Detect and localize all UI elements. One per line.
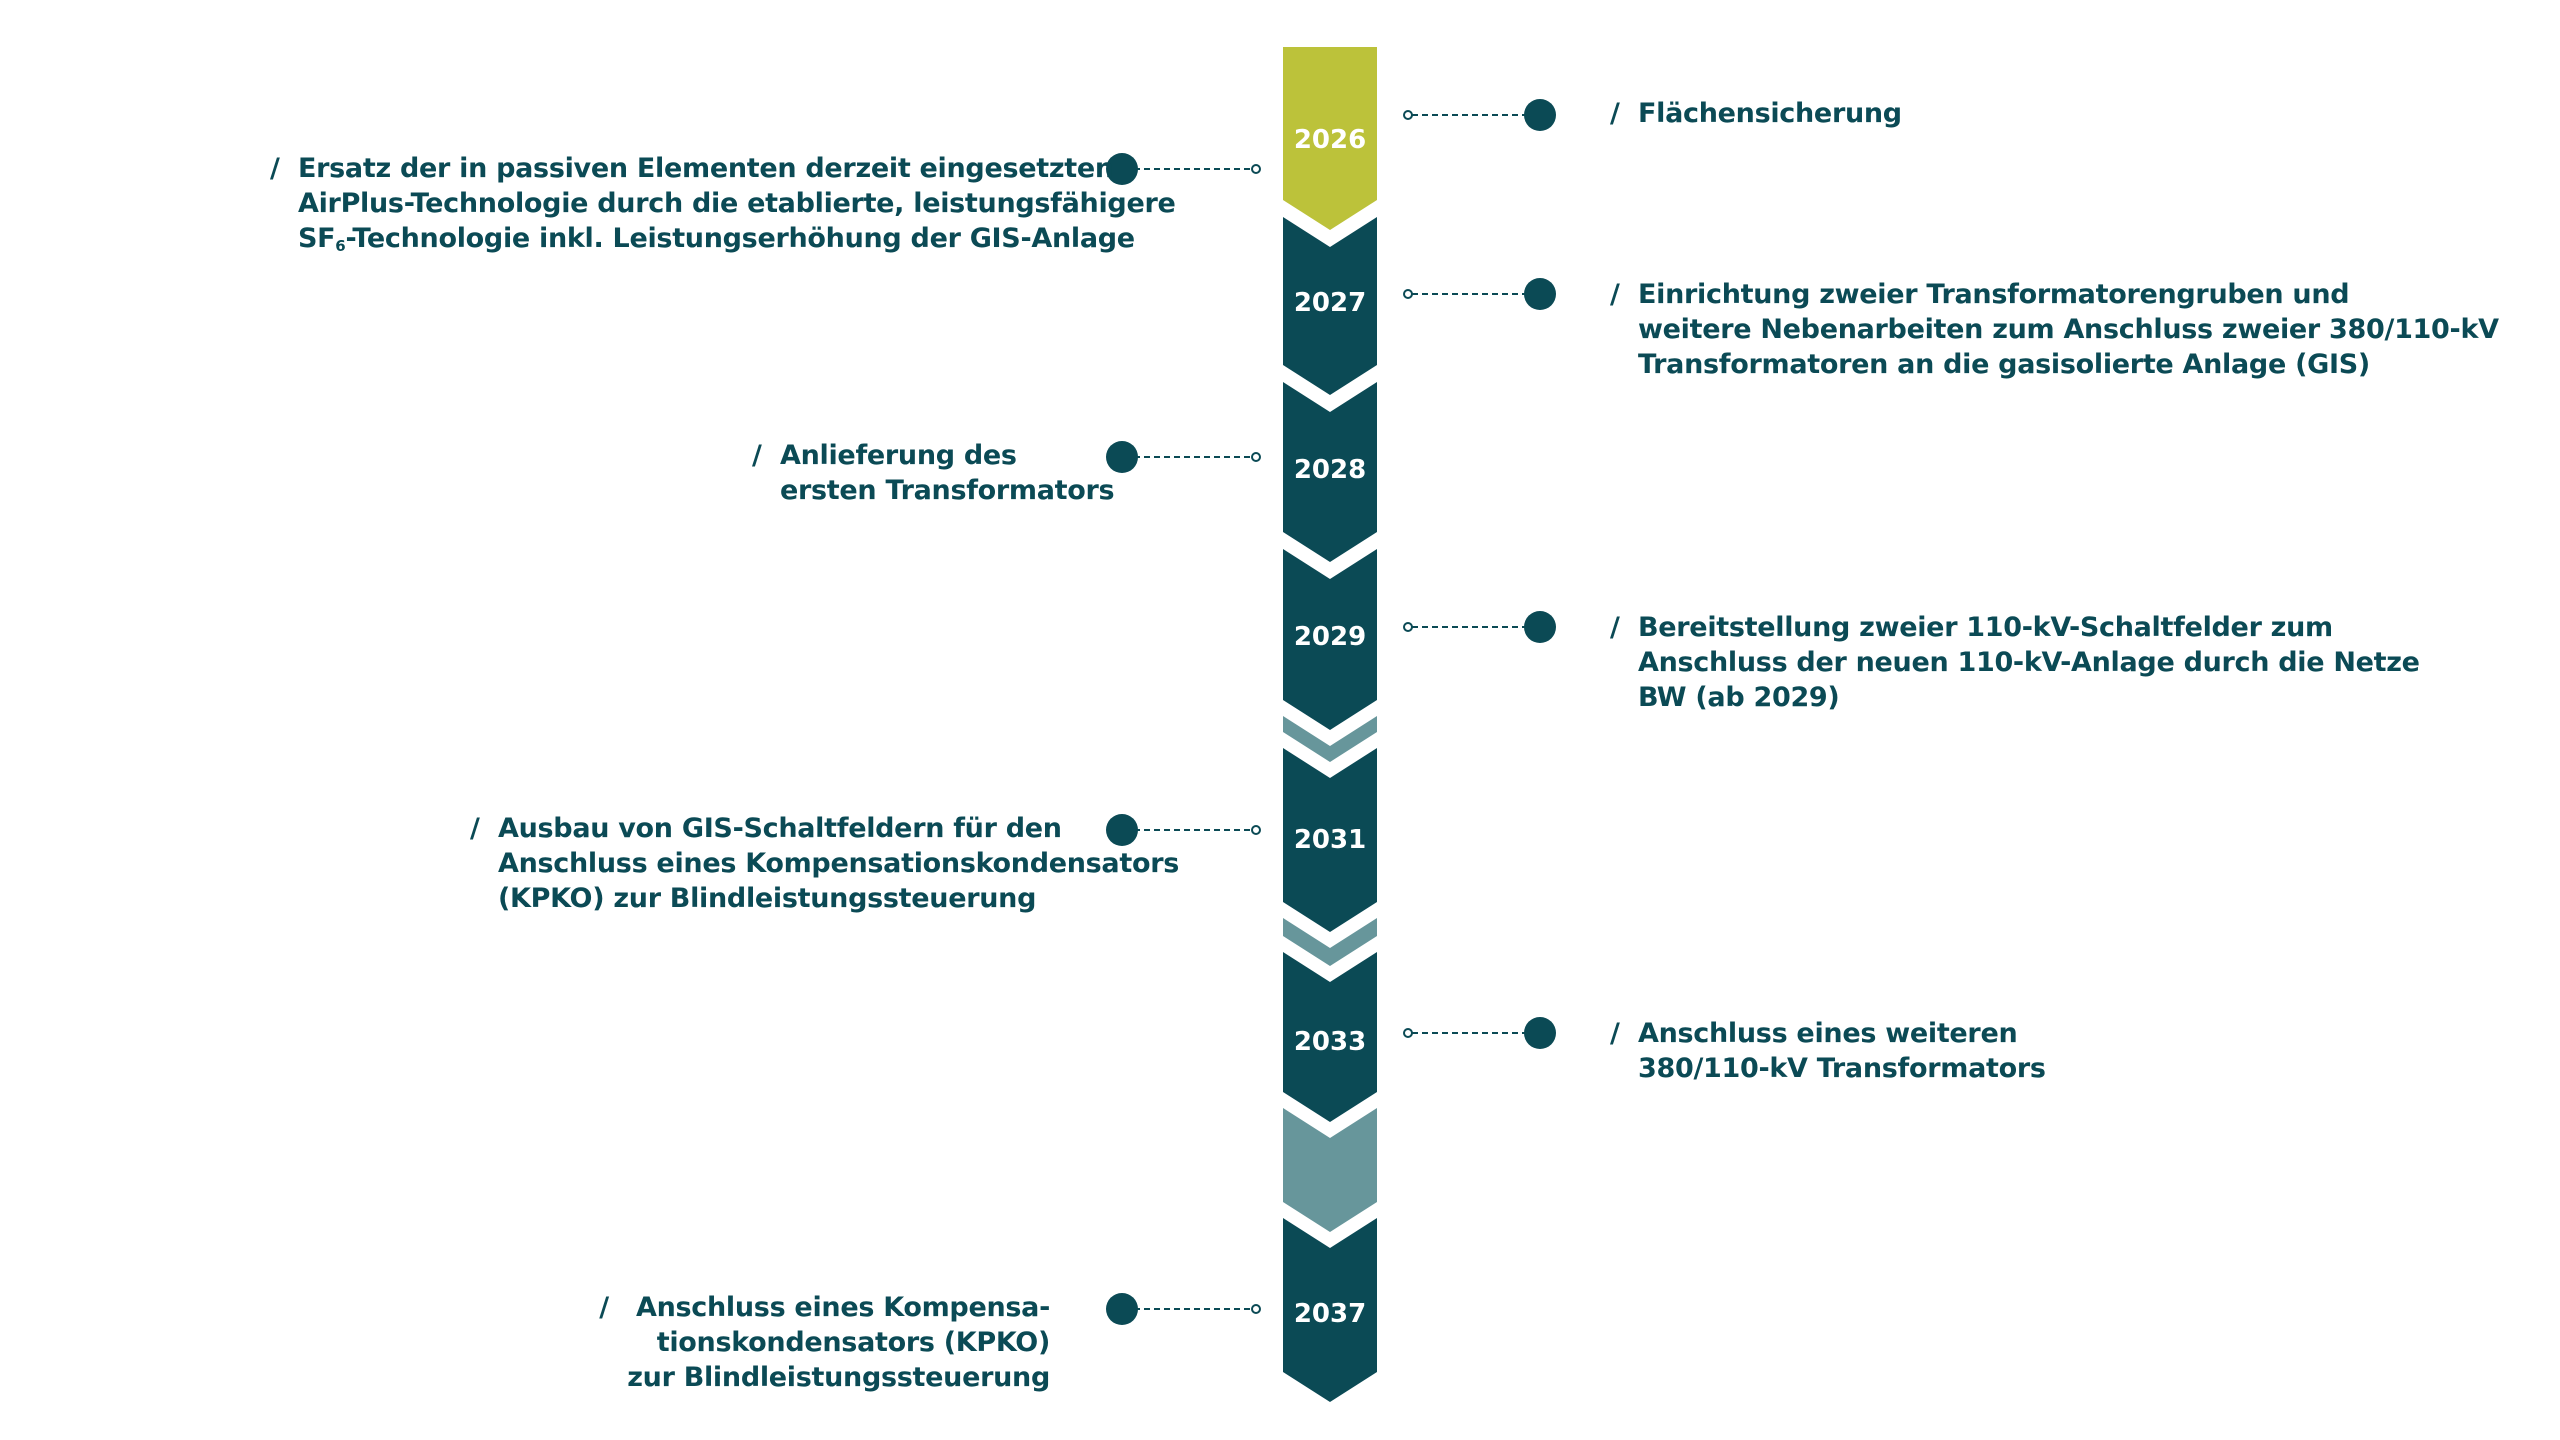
event-text-line: Transformatoren an die gasisolierte Anla… — [1638, 349, 2370, 380]
connector-2037-left — [1106, 1293, 1261, 1325]
separator-slash: / — [470, 813, 480, 844]
event-text-line: ersten Transformators — [780, 475, 1115, 506]
event-text-line: Einrichtung zweier Transformatorengruben… — [1638, 279, 2350, 310]
connector-2031-left — [1106, 814, 1261, 846]
event-2026-right: / Flächensicherung — [1610, 96, 1902, 131]
event-text-line: 380/110-kV Transformators — [1638, 1053, 2046, 1084]
event-text-line: (KPKO) zur Blindleistungssteuerung — [498, 883, 1037, 914]
event-2037-left: / Anschluss eines Kompensa- tionskondens… — [599, 1290, 1051, 1395]
event-2026-left: / Ersatz der in passiven Elementen derze… — [270, 151, 1176, 256]
connector-2033-right — [1403, 1017, 1556, 1049]
separator-slash: / — [1610, 98, 1620, 129]
event-2033-right: / Anschluss eines weiteren 380/110-kV Tr… — [1610, 1016, 2046, 1086]
timeline-segment-gap-2030 — [1283, 716, 1377, 762]
event-2031-left: / Ausbau von GIS-Schaltfeldern für den A… — [470, 811, 1179, 916]
year-label-2031: 2031 — [1294, 825, 1366, 855]
timeline-segment-2028 — [1283, 382, 1377, 562]
event-text-line: Anschluss eines Kompensationskondensator… — [498, 848, 1179, 879]
event-text-line: Flächensicherung — [1638, 98, 1902, 129]
separator-slash: / — [270, 153, 280, 184]
event-text-line: zur Blindleistungssteuerung — [627, 1362, 1050, 1393]
connector-2026-right — [1403, 99, 1556, 131]
year-label-2033: 2033 — [1294, 1027, 1366, 1057]
event-text-line-formula: SF6-Technologie inkl. Leistungserhöhung … — [270, 221, 1176, 256]
event-text-line: BW (ab 2029) — [1638, 682, 1840, 713]
connector-2028-left — [1106, 441, 1261, 473]
separator-slash: / — [752, 440, 762, 471]
year-label-2037: 2037 — [1294, 1299, 1366, 1329]
event-text-line: Anschluss eines Kompensa- — [636, 1292, 1050, 1323]
event-text-line: AirPlus-Technologie durch die etablierte… — [298, 188, 1176, 219]
event-2027-right: / Einrichtung zweier Transformatorengrub… — [1610, 277, 2499, 382]
connector-2026-left — [1106, 153, 1261, 185]
connector-2027-right — [1403, 278, 1556, 310]
event-text-line: weitere Nebenarbeiten zum Anschluss zwei… — [1638, 314, 2499, 345]
formula-subscript: 6 — [335, 237, 346, 255]
formula-base: SF — [298, 223, 336, 254]
separator-slash: / — [1610, 612, 1620, 643]
event-text-line: tionskondensators (KPKO) — [656, 1327, 1051, 1358]
year-label-2029: 2029 — [1294, 622, 1366, 652]
timeline-segment-2037 — [1283, 1218, 1377, 1402]
separator-slash: / — [599, 1292, 609, 1323]
formula-rest: -Technologie inkl. Leistungserhöhung der… — [345, 223, 1135, 254]
separator-slash: / — [1610, 1018, 1620, 1049]
year-label-2028: 2028 — [1294, 455, 1366, 485]
timeline-segment-2031 — [1283, 748, 1377, 932]
event-2029-right: / Bereitstellung zweier 110-kV-Schaltfel… — [1610, 610, 2420, 715]
event-text-line: Anschluss der neuen 110-kV-Anlage durch … — [1638, 647, 2420, 678]
event-text-line: Anlieferung des — [780, 440, 1017, 471]
timeline-segment-2029 — [1283, 549, 1377, 730]
timeline-segment-gap-2034-2036 — [1283, 1108, 1377, 1232]
timeline-segment-2033 — [1283, 952, 1377, 1122]
event-text-line: Anschluss eines weiteren — [1638, 1018, 2018, 1049]
timeline-segment-gap-2032 — [1283, 918, 1377, 966]
separator-slash: / — [1610, 279, 1620, 310]
event-text-line: Bereitstellung zweier 110-kV-Schaltfelde… — [1638, 612, 2333, 643]
timeline-segment-2027 — [1283, 217, 1377, 395]
event-text-line: Ersatz der in passiven Elementen derzeit… — [298, 153, 1114, 184]
timeline-segment-2026 — [1283, 47, 1377, 230]
event-text-line: Ausbau von GIS-Schaltfeldern für den — [498, 813, 1062, 844]
year-label-2026: 2026 — [1294, 125, 1366, 155]
event-2028-left: / Anlieferung des ersten Transformators — [752, 438, 1115, 508]
year-label-2027: 2027 — [1294, 288, 1366, 318]
connector-2029-right — [1403, 611, 1556, 643]
